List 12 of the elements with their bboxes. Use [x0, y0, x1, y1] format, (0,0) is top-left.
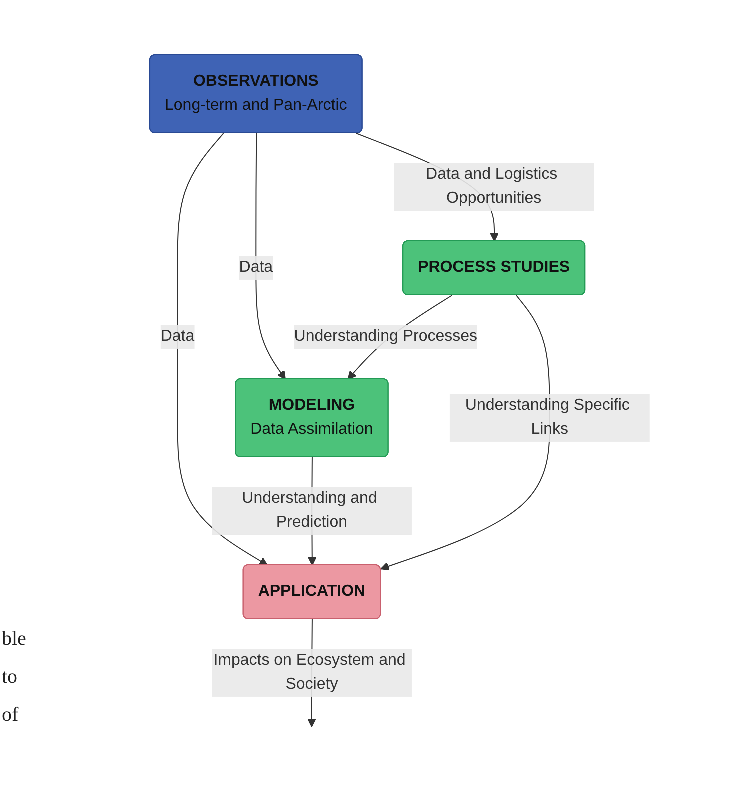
edge-label: Understanding and Prediction: [242, 490, 378, 531]
body-text-fragment: to: [2, 665, 18, 690]
edge-label: Impacts on Ecosystem and Society: [214, 652, 406, 693]
edge-label: Data: [239, 259, 274, 276]
edge-label: Understanding Specific Links: [465, 397, 630, 438]
body-text-fragment: ble: [2, 627, 26, 652]
body-text-fragment: of: [2, 703, 19, 728]
edge-label: Understanding Processes: [294, 328, 478, 346]
edge-label: Data: [160, 328, 195, 346]
arrow: [256, 133, 286, 380]
arrow: [177, 133, 268, 566]
edge-label: Data and Logistics Opportunities: [426, 166, 558, 208]
